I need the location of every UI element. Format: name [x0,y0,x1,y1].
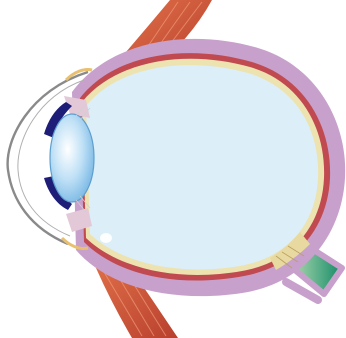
vitreous-body [86,65,318,269]
lens [50,114,94,202]
vitreous-highlight [100,233,112,243]
